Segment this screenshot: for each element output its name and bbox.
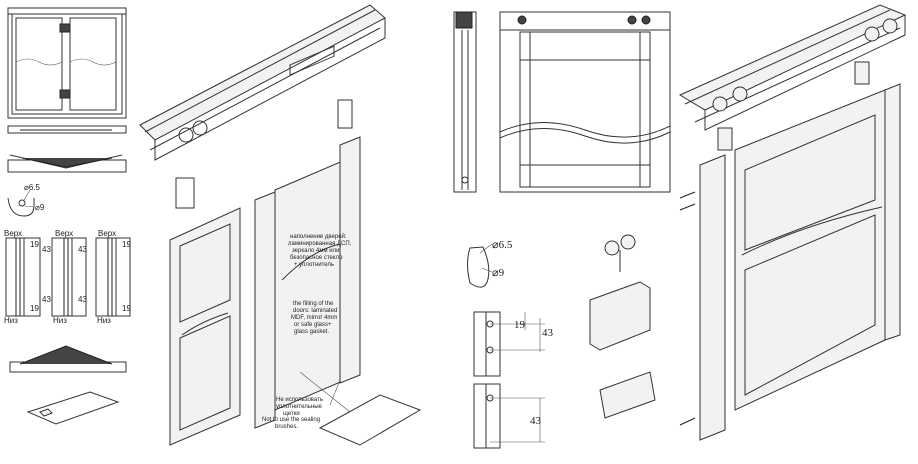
dim-43-bottom: 43 <box>530 415 542 427</box>
hole-detail-right: ⌀6.5 ⌀9 <box>467 239 513 288</box>
hole-small-label: ⌀6.5 <box>492 239 513 251</box>
bottom-label: Низ <box>53 316 67 325</box>
side-section <box>453 11 477 193</box>
dim-19: 19 <box>514 319 526 331</box>
dim-19: 19 <box>122 304 131 313</box>
hole-detail: ⌀6.5 ⌀9 <box>7 183 45 217</box>
hole-large-label: ⌀9 <box>492 267 505 279</box>
hole-large-label: ⌀9 <box>35 203 45 212</box>
top-label: Верх <box>55 229 73 238</box>
top-label: Верх <box>4 229 22 238</box>
roller-hardware <box>589 234 656 419</box>
fill-note-en: the filling of the doors: laminated MDF,… <box>291 301 339 335</box>
left-sheet: ⌀6.5 ⌀9 Верх Низ 19 43 43 19 Верх Низ 43… <box>4 4 422 446</box>
door-front-view-right <box>499 11 671 193</box>
brush-note-en: Not to use the sealing brushes. <box>262 417 322 430</box>
dim-19: 19 <box>122 240 131 249</box>
dim-43: 43 <box>78 295 87 304</box>
top-rail-isometric <box>139 4 386 209</box>
door-panel-isometric <box>169 45 422 446</box>
dim-19: 19 <box>30 240 39 249</box>
profile-sections: Верх Низ 19 43 43 19 Верх Низ 43 43 Верх… <box>4 229 131 425</box>
hole-small-label: ⌀6.5 <box>24 183 40 192</box>
dim-19: 19 <box>30 304 39 313</box>
dim-43: 43 <box>78 245 87 254</box>
fill-note-ru: наполнение дверей: ламинированная ДСП, з… <box>288 233 353 268</box>
top-label: Верх <box>98 229 116 238</box>
door-front-view <box>7 7 127 173</box>
brush-note-ru: Не использовать уплотнительные щетки <box>276 397 325 417</box>
dim-43-top: 43 <box>542 327 554 339</box>
dim-43: 43 <box>42 295 51 304</box>
bottom-label: Низ <box>97 316 111 325</box>
bottom-label: Низ <box>4 316 18 325</box>
right-sheet: ⌀6.5 ⌀9 19 43 43 <box>453 4 907 449</box>
profile-dimensions-right: 19 43 43 <box>473 311 554 449</box>
sliding-door-isometric <box>678 4 907 441</box>
dim-43: 43 <box>42 245 51 254</box>
